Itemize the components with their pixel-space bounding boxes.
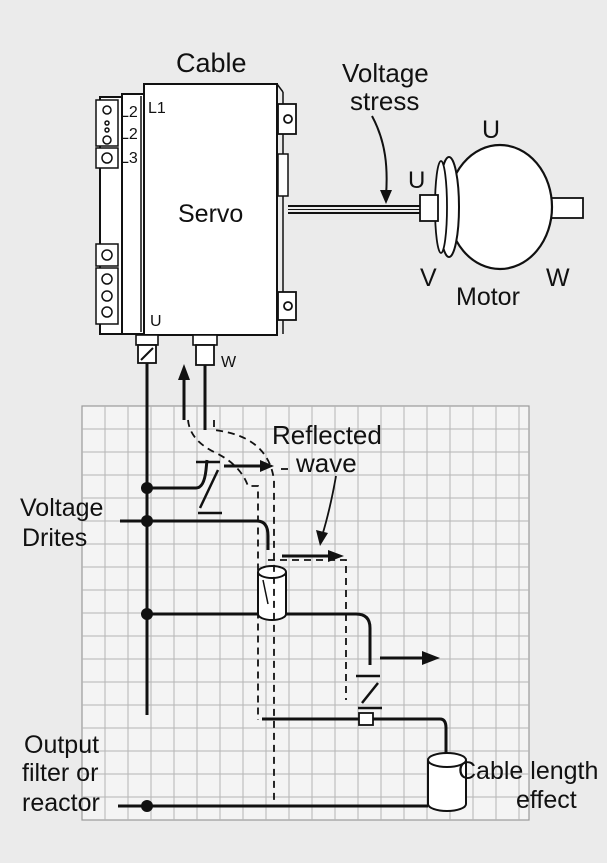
motor [419, 143, 584, 271]
label-terminal-l1: L1 [148, 100, 166, 117]
label-terminal-l2a: L2 [120, 104, 138, 121]
servo-bracket [277, 153, 289, 197]
mounting-tab-top [277, 103, 297, 135]
motor-cable [288, 205, 422, 214]
voltage-stress-arrow [371, 115, 392, 204]
servo-body [143, 83, 278, 336]
label-output-3: reactor [22, 789, 100, 817]
label-motor-v: V [420, 264, 437, 292]
label-output-1: Output [24, 731, 99, 759]
text-labels: Cable Voltage stress Servo L1 L2 L2 L3 U… [20, 48, 598, 817]
terminal-screws-top [95, 99, 119, 169]
label-output-2: filter or [22, 759, 98, 787]
label-cable-length-1: Cable length [458, 757, 598, 785]
servo-drive [95, 83, 297, 366]
output-connector-u [135, 334, 159, 364]
label-cable: Cable [176, 48, 247, 78]
wave-arrows [178, 364, 440, 665]
output-connector-v [192, 334, 218, 366]
label-voltage-stress-1: Voltage [342, 58, 429, 88]
label-terminal-w: W [221, 354, 237, 371]
switch-2 [356, 674, 382, 710]
motor-body [446, 143, 554, 271]
label-motor-u-top: U [482, 116, 500, 144]
label-terminal-u: U [150, 313, 162, 330]
label-motor-u-side: U [408, 167, 425, 194]
label-terminal-l2b: L2 [120, 126, 138, 143]
label-voltage-drites-2: Drites [22, 524, 87, 552]
label-reflected-1: Reflected [272, 420, 382, 450]
label-voltage-drites-1: Voltage [20, 494, 103, 522]
cable-length-cylinder [427, 752, 467, 812]
label-terminal-l3: L3 [120, 150, 138, 167]
motor-coupling [419, 194, 439, 222]
wiring [118, 363, 448, 808]
junction-dots [141, 482, 153, 812]
label-voltage-stress-2: stress [350, 86, 419, 116]
cable-cylinder [257, 565, 287, 621]
label-reflected-2: wave [295, 448, 357, 478]
reflected-wave-paths [187, 419, 347, 806]
label-motor-w: W [546, 264, 570, 292]
terminal-screws-bottom [95, 243, 119, 325]
reflected-wave-pointer [316, 475, 337, 546]
label-servo: Servo [178, 200, 243, 228]
label-cable-length-2: effect [516, 786, 577, 814]
switch-1 [196, 460, 222, 515]
mounting-tab-bottom [277, 291, 297, 321]
inline-connector [358, 712, 374, 726]
label-motor: Motor [456, 283, 520, 311]
